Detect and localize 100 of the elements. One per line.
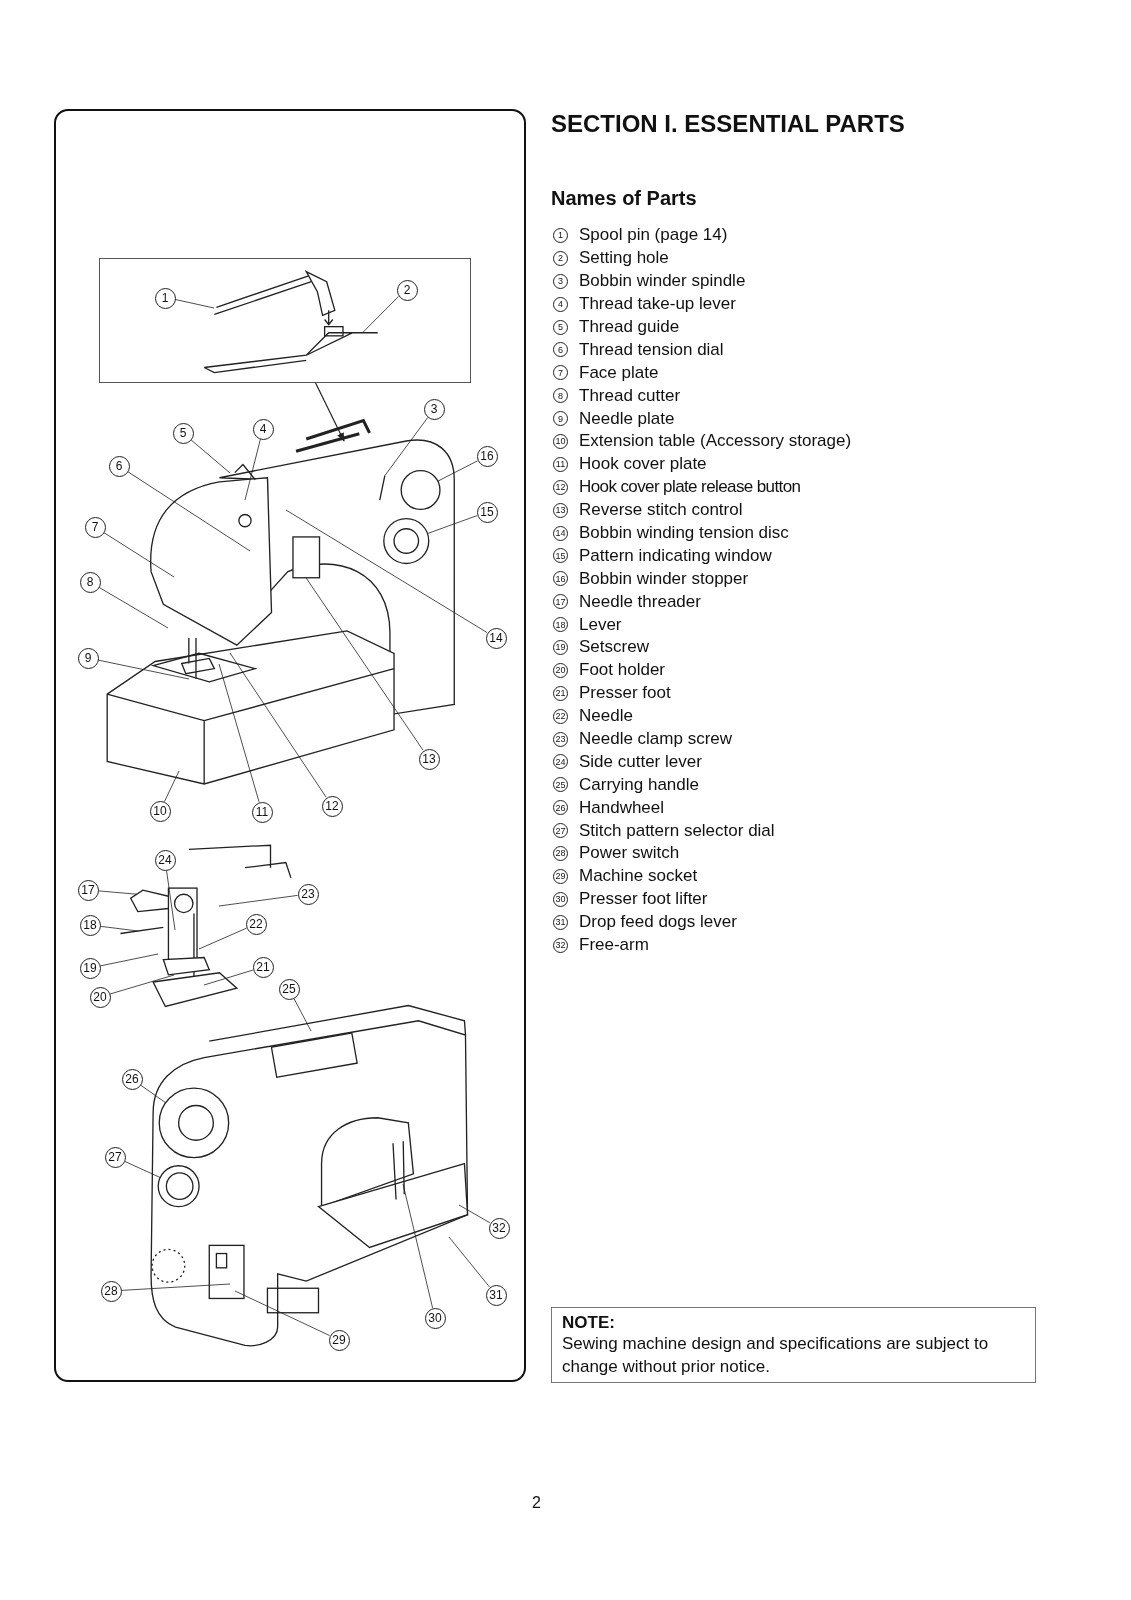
part-name: Face plate [579, 362, 660, 383]
part-name: Needle plate [579, 408, 676, 429]
part-name: Bobbin winding tension disc [579, 523, 790, 543]
leader-line [203, 969, 254, 986]
callout-number: 10 [149, 800, 171, 822]
note-box [551, 1307, 1036, 1383]
part-name: Free-arm [579, 935, 650, 956]
leader-line [140, 1084, 167, 1104]
callout-number: 23 [297, 883, 319, 905]
callout-number: 15 [476, 501, 498, 523]
callout-number: 1 [154, 287, 176, 309]
part-name: Carrying handle [579, 774, 700, 795]
callout-number: 32 [488, 1217, 510, 1239]
part-name: Lever [579, 614, 623, 635]
part-name: Presser foot lifter [579, 889, 709, 910]
leader-line [448, 1236, 490, 1288]
leader-line [362, 296, 399, 334]
leader-line [164, 770, 180, 802]
leader-line [97, 659, 190, 680]
callout-number: 5 [172, 422, 194, 444]
part-name: Needle clamp screw [579, 729, 734, 750]
callout-number: 22 [245, 913, 267, 935]
part-name: Drop feed dogs lever [579, 912, 738, 933]
part-name: Needle [579, 706, 634, 727]
callout-number: 17 [77, 879, 99, 901]
callout-number: 29 [328, 1329, 350, 1351]
callout-number: 4 [252, 418, 274, 440]
leader-line [103, 532, 175, 578]
part-name: Pattern indicating window [579, 545, 773, 566]
part-name: Setting hole [579, 248, 670, 269]
callout-number: 2 [396, 279, 418, 301]
leader-line [285, 509, 488, 633]
callout-number: 16 [476, 445, 498, 467]
part-name: Needle threader [579, 591, 702, 612]
part-name: Thread tension dial [579, 339, 725, 360]
callout-number: 6 [108, 455, 130, 477]
callout-number: 21 [252, 956, 274, 978]
part-name: Thread cutter [579, 385, 682, 406]
leader-line [458, 1204, 491, 1224]
leader-line [98, 586, 169, 629]
callout-number: 12 [321, 795, 343, 817]
callout-number: 14 [485, 627, 507, 649]
leader-line [121, 1283, 231, 1291]
callout-number: 27 [104, 1146, 126, 1168]
part-name: Bobbin winder spindle [579, 271, 747, 292]
callout-number: 3 [423, 398, 445, 420]
leader-line [229, 652, 327, 798]
callout-number: 8 [79, 571, 101, 593]
leader-line [100, 925, 139, 932]
note-text: Sewing machine design and specifications are subject to change without prior notice. [562, 1333, 990, 1378]
part-name: Side cutter lever [579, 751, 703, 772]
inset-frame [99, 258, 471, 383]
callout-number: 28 [100, 1280, 122, 1302]
part-name: Stitch pattern selector dial [579, 820, 776, 841]
leader-line [427, 515, 478, 534]
callout-number: 26 [121, 1068, 143, 1090]
leader-line [98, 890, 138, 895]
callout-number: 20 [89, 986, 111, 1008]
part-name: Spool pin (page 14) [579, 225, 729, 246]
part-name: Power switch [579, 843, 681, 864]
section-title: SECTION I. ESSENTIAL PARTS [551, 110, 905, 138]
callout-number: 11 [251, 801, 273, 823]
part-name: Hook cover plate [579, 454, 708, 475]
leader-line [173, 298, 215, 309]
part-name: Reverse stitch control [579, 500, 744, 521]
part-name: Setscrew [579, 637, 650, 658]
part-name: Bobbin winder stopper [579, 568, 750, 589]
arrow [315, 382, 345, 442]
leader-line [198, 927, 247, 950]
leader-line [244, 438, 261, 501]
callout-number: 7 [84, 516, 106, 538]
part-name: Hook cover plate release button [579, 477, 802, 498]
leader-line [384, 417, 429, 477]
part-name: Thread take-up lever [579, 294, 737, 315]
leader-line [218, 663, 260, 803]
callout-number: 25 [278, 978, 300, 1000]
leader-line [437, 460, 479, 482]
leader-line [402, 1183, 433, 1309]
part-name: Machine socket [579, 866, 699, 887]
part-name: Extension table (Accessory storage) [579, 431, 852, 452]
part-name: Foot holder [579, 660, 666, 681]
leader-line [124, 1160, 161, 1178]
leader-line [293, 997, 312, 1032]
part-name: Thread guide [579, 317, 681, 337]
part-name: Handwheel [579, 797, 666, 818]
leader-line [234, 1290, 330, 1336]
callout-number: 9 [77, 647, 99, 669]
leader-line [190, 439, 231, 474]
callout-number: 30 [424, 1307, 446, 1329]
leader-line [166, 870, 176, 931]
callout-number: 13 [418, 748, 440, 770]
leader-line [109, 974, 175, 995]
callout-number: 19 [79, 957, 101, 979]
note-heading: NOTE: [562, 1313, 616, 1333]
list-heading: Names of Parts [551, 187, 697, 210]
leader-line [305, 577, 424, 751]
callout-number: 31 [485, 1284, 507, 1306]
page-number: 2 [532, 1494, 541, 1512]
leader-line [127, 471, 251, 552]
callout-number: 18 [79, 914, 101, 936]
